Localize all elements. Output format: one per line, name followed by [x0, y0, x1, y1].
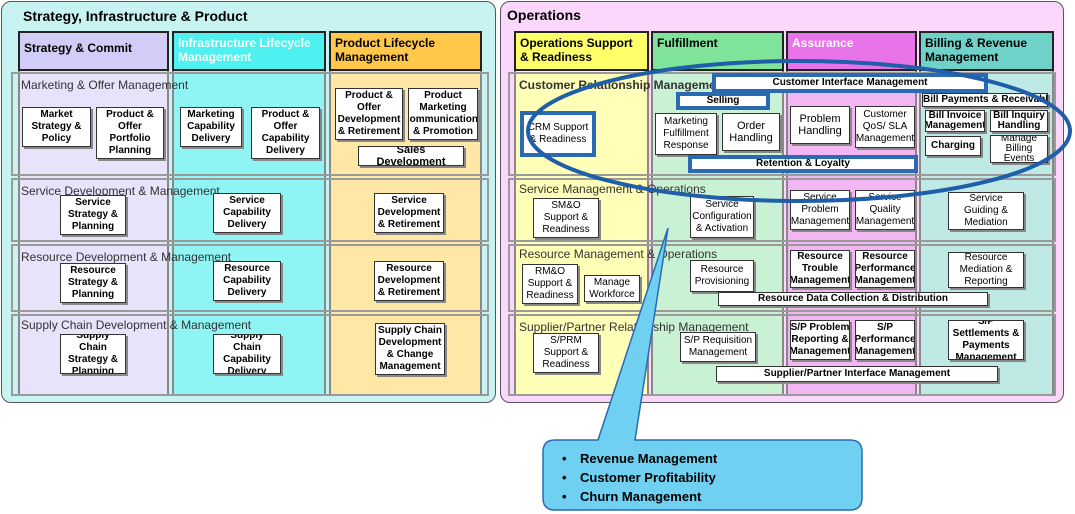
- row-supply-chain: [11, 314, 489, 396]
- row-label-crm: Customer Relationship Management: [519, 78, 728, 92]
- resource-trouble-box: Resource Trouble Management: [790, 250, 850, 288]
- order-handling-box: Order Handling: [722, 113, 780, 151]
- callout-shape: [542, 227, 863, 511]
- row-rmo: [508, 244, 1056, 312]
- product-offer-dev-box: Product & Offer Development & Retirement: [335, 88, 403, 140]
- supply-chain-strategy-box: Supply Chain Strategy & Planning: [60, 334, 126, 374]
- callout-item-profitability: Customer Profitability: [558, 468, 717, 487]
- charging-box: Charging: [925, 136, 981, 156]
- service-capability-box: Service Capability Delivery: [213, 193, 281, 233]
- row-label-marketing-offer: Marketing & Offer Management: [21, 78, 189, 92]
- manage-billing-events-box: Manage Billing Events: [990, 135, 1048, 163]
- callout-list: Revenue Management Customer Profitabilit…: [558, 449, 717, 506]
- col-billing: Billing & Revenue Management: [919, 31, 1054, 71]
- sp-performance-box: S/P Performance Management: [855, 320, 915, 360]
- service-guiding-box: Service Guiding & Mediation: [948, 192, 1024, 230]
- marketing-fulfillment-box: Marketing Fulfillment Response: [655, 113, 717, 155]
- supply-chain-dev-box: Supply Chain Development & Change Manage…: [375, 323, 445, 375]
- resource-mediation-box: Resource Mediation & Reporting: [948, 252, 1024, 288]
- resource-provisioning-box: Resource Provisioning: [690, 260, 754, 292]
- rmo-support-box: RM&O Support & Readiness: [522, 264, 578, 304]
- sp-settlements-box: S/P Settlements & Payments Management: [948, 320, 1024, 360]
- marketing-capability-box: Marketing Capability Delivery: [180, 107, 242, 147]
- ops-title: Operations: [507, 7, 581, 23]
- row-label-sprm: Supplier/Partner Relationship Management: [519, 320, 749, 334]
- service-dev-retirement-box: Service Development & Retirement: [374, 193, 444, 233]
- col-ops-support: Operations Support & Readiness: [514, 31, 649, 71]
- row-marketing-offer: [11, 72, 489, 176]
- row-service-dev: [11, 178, 489, 242]
- sip-title: Strategy, Infrastructure & Product: [23, 8, 248, 24]
- retention-loyalty-bar: Retention & Loyalty: [688, 155, 918, 173]
- supply-chain-capability-box: Supply Chain Capability Delivery: [213, 334, 281, 374]
- sales-development-box: Sales Development: [358, 146, 464, 166]
- col-product-lifecycle: Product Lifecycle Management: [329, 31, 482, 71]
- manage-workforce-box: Manage Workforce: [584, 275, 640, 302]
- customer-interface-bar: Customer Interface Management: [712, 73, 988, 93]
- row-smo: [508, 178, 1056, 242]
- callout-item-revenue: Revenue Management: [558, 449, 717, 468]
- row-label-supply-chain: Supply Chain Development & Management: [21, 318, 252, 332]
- bill-invoice-box: Bill Invoice Management: [925, 110, 985, 132]
- sprm-support-box: S/PRM Support & Readiness: [533, 333, 599, 373]
- bill-payments-bar: Bill Payments & Receivables Mgt.: [922, 93, 1048, 107]
- row-label-rmo: Resource Management & Operations: [519, 247, 718, 261]
- highlight-ellipse: [526, 59, 1072, 203]
- smo-support-box: SM&O Support & Readiness: [533, 198, 599, 238]
- service-problem-box: Service Problem Management: [790, 190, 850, 230]
- selling-bar: Selling: [676, 92, 770, 110]
- service-strategy-box: Service Strategy & Planning: [60, 195, 126, 235]
- problem-handling-box: Problem Handling: [790, 106, 850, 144]
- resource-performance-box: Resource Performance Management: [855, 250, 915, 288]
- col-infra-lifecycle: Infrastructure Lifecycle Management: [172, 31, 326, 71]
- product-offer-capability-box: Product & Offer Capability Delivery: [251, 107, 320, 159]
- sp-requisition-box: S/P Requisition Management: [680, 332, 756, 362]
- sp-interface-bar: Supplier/Partner Interface Management: [716, 366, 998, 382]
- customer-qos-box: Customer QoS/ SLA Management: [855, 106, 915, 148]
- sp-problem-box: S/P Problem Reporting & Management: [790, 320, 850, 360]
- bill-inquiry-box: Bill Inquiry Handling: [990, 110, 1048, 132]
- resource-strategy-box: Resource Strategy & Planning: [60, 263, 126, 303]
- resource-dev-retirement-box: Resource Development & Retirement: [374, 261, 444, 301]
- product-offer-planning-box: Product & Offer Portfolio Planning: [96, 107, 164, 159]
- row-label-resource-dev: Resource Development & Management: [21, 250, 232, 264]
- row-resource-dev: [11, 244, 489, 312]
- row-label-service-dev: Service Development & Management: [21, 184, 220, 198]
- col-strategy-commit: Strategy & Commit: [18, 31, 169, 71]
- market-strategy-box: Market Strategy & Policy: [22, 107, 91, 147]
- callout-item-churn: Churn Management: [558, 487, 717, 506]
- row-sprm: [508, 314, 1056, 396]
- resource-capability-box: Resource Capability Delivery: [213, 261, 281, 301]
- product-marketing-comm-box: Product Marketing Communications & Promo…: [408, 88, 478, 140]
- resource-data-collection-bar: Resource Data Collection & Distribution: [718, 292, 988, 306]
